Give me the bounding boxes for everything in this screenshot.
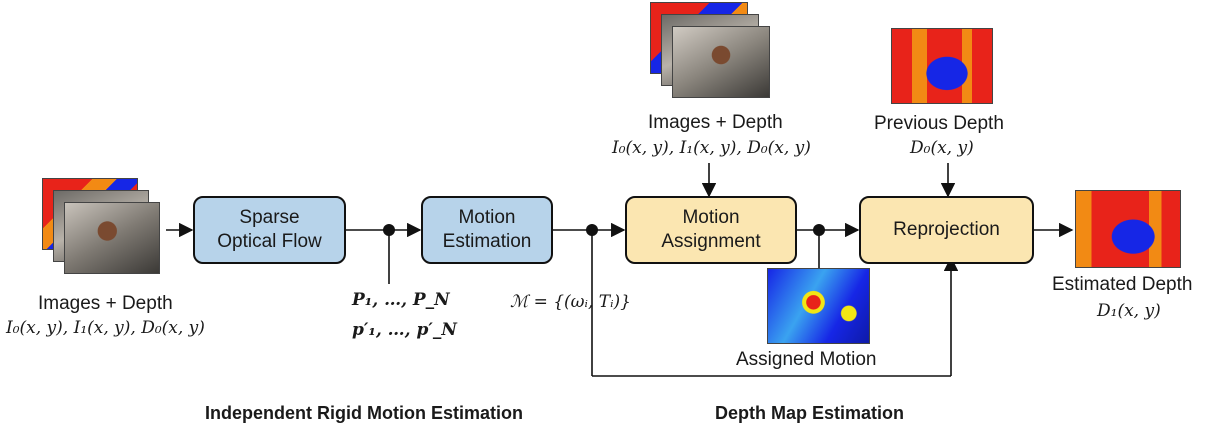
junction-dot-motion [586,224,598,236]
estimated-depth-title: Estimated Depth [1052,274,1193,295]
input-left-title: Images + Depth [38,293,173,314]
input-top-title: Images + Depth [648,112,783,133]
junction-dot-assignment [813,224,825,236]
previous-depth-title: Previous Depth [874,113,1004,134]
motion-estimation-box: Motion Estimation [421,196,553,264]
assigned-motion-image [767,268,870,344]
input-left-math: I₀(x, y), I₁(x, y), D₀(x, y) [6,318,205,338]
motion-assignment-box: Motion Assignment [625,196,797,264]
estimated-depth-math: D₁(x, y) [1097,301,1161,321]
estimated-depth-image [1075,190,1181,268]
input-image-stack-left [42,178,172,288]
assigned-motion-label: Assigned Motion [736,349,877,370]
section-caption-right: Depth Map Estimation [715,403,905,423]
points-p-label: p′₁, …, p′_N [352,320,457,340]
junction-dot-flow [383,224,395,236]
sparse-optical-flow-box: Sparse Optical Flow [193,196,346,264]
points-P-label: P₁, …, P_N [352,290,450,310]
section-caption-left: Independent Rigid Motion Estimation [205,403,523,423]
reprojection-box: Reprojection [859,196,1034,264]
previous-depth-math: D₀(x, y) [910,138,974,158]
previous-depth-image [891,28,993,104]
input-image-stack-top [650,2,780,106]
input-top-math: I₀(x, y), I₁(x, y), D₀(x, y) [612,138,811,158]
motion-set-label: ℳ = {(ωᵢ, Tᵢ)} [510,292,631,312]
